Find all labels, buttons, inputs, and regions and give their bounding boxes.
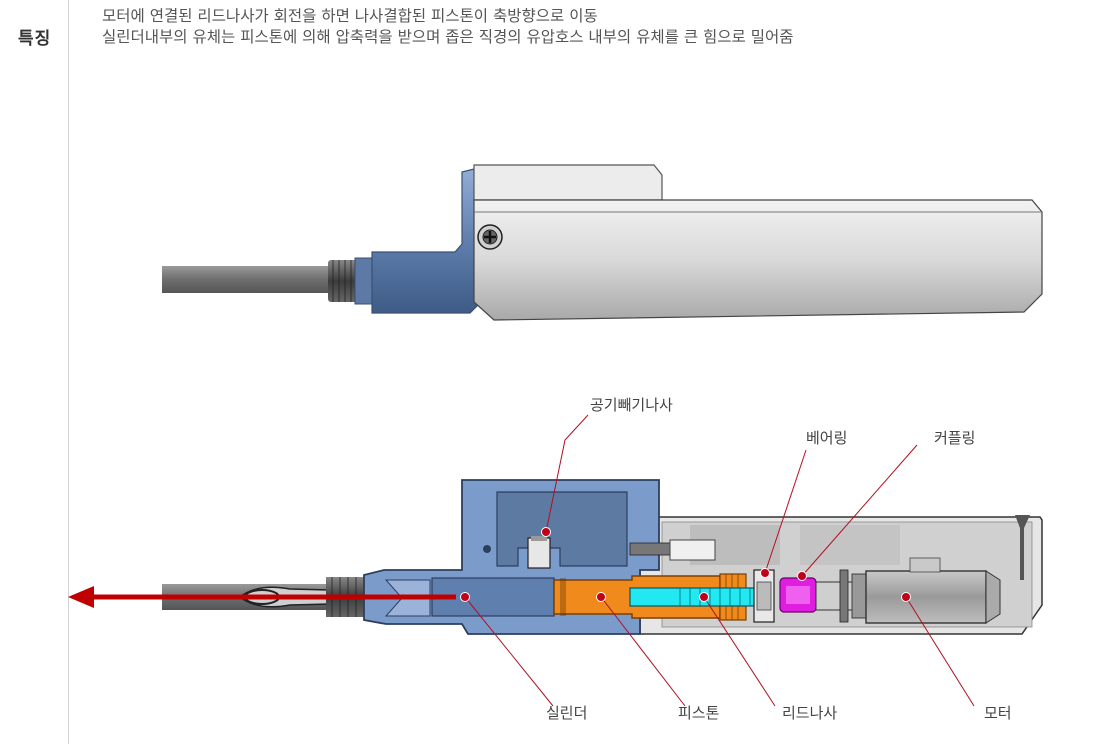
feature-heading: 특징 [18, 29, 52, 49]
hydraulic-hose [162, 266, 332, 293]
label-lead-screw: 리드나사 [782, 704, 837, 722]
motor-housing [473, 199, 1043, 321]
label-coupling: 커플링 [934, 429, 975, 447]
arrow-head-icon [68, 586, 94, 608]
air-vent-screw [527, 537, 551, 569]
description: 모터에 연결된 리드나사가 회전을 하면 나사결합된 피스톤이 축방향으로 이동… [102, 6, 794, 48]
exterior-view [162, 164, 1043, 321]
leader-lines [464, 414, 975, 707]
description-line-1: 모터에 연결된 리드나사가 회전을 하면 나사결합된 피스톤이 축방향으로 이동 [102, 7, 598, 25]
label-motor: 모터 [984, 704, 1012, 722]
housing-screw [1015, 515, 1030, 580]
section-view [68, 479, 1043, 635]
hose-nut [328, 260, 358, 302]
label-cylinder: 실린더 [546, 704, 587, 722]
top-cover [473, 164, 663, 201]
cylinder-block-exterior [371, 167, 479, 314]
leader-dots [460, 527, 911, 602]
label-air-vent: 공기빼기나사 [590, 396, 673, 414]
divider [68, 0, 69, 744]
fitting-collar [354, 257, 374, 305]
label-piston: 피스톤 [678, 704, 719, 722]
motor [865, 570, 987, 624]
label-bearing: 베어링 [806, 429, 847, 447]
description-line-2: 실린더내부의 유체는 피스톤에 의해 압축력을 받으며 좁은 직경의 유압호스 … [102, 28, 794, 46]
